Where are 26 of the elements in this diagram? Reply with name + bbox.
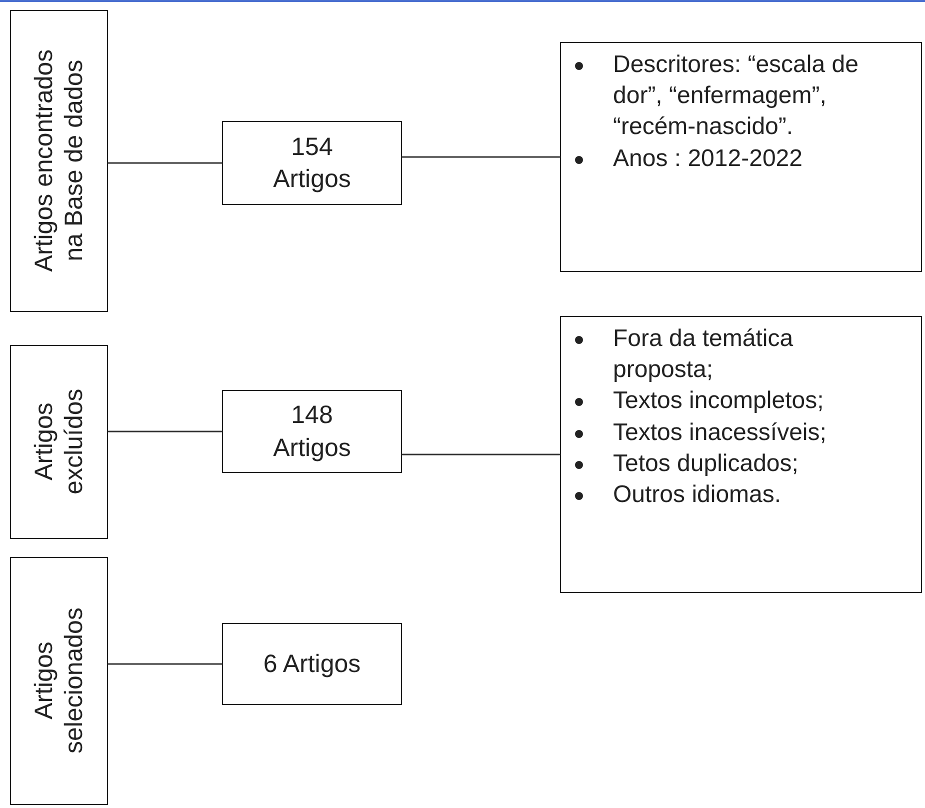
connector-line [108,430,222,432]
stage-label: Artigos encontrados na Base de dados [28,48,88,274]
connector-line [108,162,222,164]
count-label: 154 Artigos [272,132,352,195]
criteria-item: Textos incompletos; [613,387,824,414]
stage-box [10,10,108,312]
count-label: 148 Artigos [272,400,352,464]
stage-box [10,345,108,539]
criteria-item: Fora da temática proposta; [613,325,794,384]
count-box [222,623,402,705]
criteria-item: Textos inacessíveis; [613,418,826,446]
criteria-item: Descritores: “escala de dor”, “enfermagem”, “recém-nascido”. [613,51,858,140]
criteria-item: Tetos duplicados; [613,450,798,477]
stage-label: Artigos selecionados [28,606,88,756]
stage-box [10,557,108,805]
stage-label: Artigos excluídos [28,388,88,496]
connector-line [402,454,560,456]
criteria-box [560,42,922,272]
criteria-item: Outros idiomas. [613,480,782,508]
connector-line [402,156,560,158]
count-box [222,390,402,473]
count-box [222,121,402,205]
criteria-item: Anos : 2012-2022 [613,144,802,172]
count-label: 6 Artigos [262,648,362,680]
connector-line [108,663,222,665]
criteria-box [560,316,922,593]
